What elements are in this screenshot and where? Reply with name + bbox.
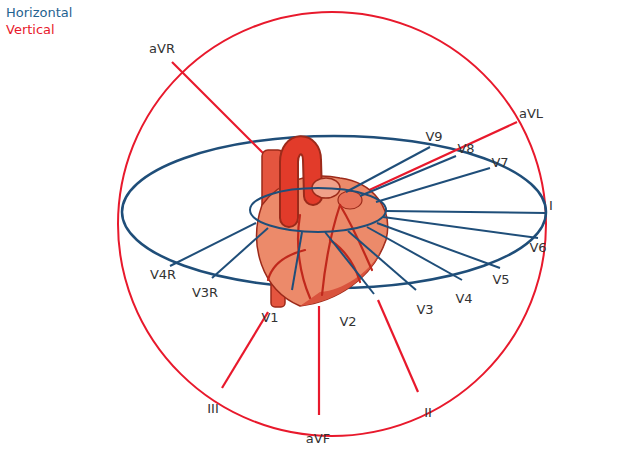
lead-label: V9	[425, 130, 442, 143]
lead-label: V4R	[150, 268, 176, 281]
legend-text: Vertical	[6, 22, 55, 37]
lead-label: aVL	[519, 107, 543, 120]
lead-label: aVF	[306, 432, 330, 445]
lead-label: V3	[416, 303, 433, 316]
lead-label: V2	[339, 315, 356, 328]
legend-text: Horizontal	[6, 5, 72, 20]
lead-label: V5	[492, 273, 509, 286]
heart-illustration	[257, 145, 388, 307]
lead-label: V6	[529, 241, 546, 254]
lead-label: I	[549, 199, 553, 212]
lead-label: V3R	[192, 286, 218, 299]
lead-label: V4	[455, 292, 472, 305]
legend-item: Vertical	[6, 23, 55, 36]
lead-label: II	[424, 406, 432, 419]
legend-item: Horizontal	[6, 6, 72, 19]
lead-label: V8	[457, 142, 474, 155]
lead-label: V7	[491, 156, 508, 169]
lead-label: aVR	[149, 42, 175, 55]
vertical-circle	[118, 12, 546, 436]
lead-label: III	[207, 402, 219, 415]
lead-label: V1	[261, 311, 278, 324]
horizontal-leads	[170, 147, 546, 294]
